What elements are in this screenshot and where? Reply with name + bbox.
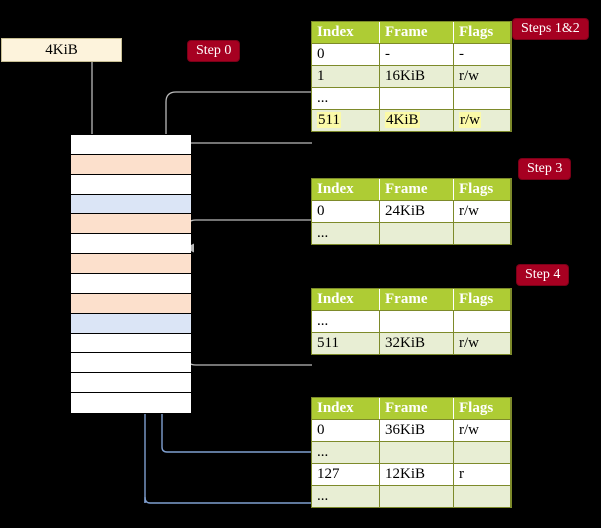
table-cell-index: ... xyxy=(312,87,380,110)
memory-frame-row xyxy=(71,393,191,413)
table-header-flags: Flags xyxy=(453,179,511,201)
table-row: ... xyxy=(312,485,511,507)
table-row: 0-- xyxy=(312,43,511,66)
table-cell-flags xyxy=(453,87,511,110)
table-header-index: Index xyxy=(312,289,380,311)
table-header-index: Index xyxy=(312,179,380,201)
table-cell-frame xyxy=(379,222,454,244)
table-cell-index: 511 xyxy=(312,109,380,131)
memory-frame-row xyxy=(71,274,191,294)
table-cell-frame: 4KiB xyxy=(379,109,454,131)
table-cell-flags: r xyxy=(453,463,511,486)
table-cell-index: 511 xyxy=(312,332,380,354)
memory-frame-row xyxy=(71,214,191,235)
table-cell-flags: r/w xyxy=(453,200,511,223)
memory-frame-row xyxy=(71,313,191,334)
table-header-index: Index xyxy=(312,398,380,420)
table-cell-frame: 36KiB xyxy=(379,419,454,442)
memory-frame-row xyxy=(71,353,191,374)
source-page-label: 4KiB xyxy=(45,41,78,58)
table-cell-flags: r/w xyxy=(453,419,511,442)
step-badge-steps-1-2: Steps 1&2 xyxy=(513,19,588,40)
memory-frame-row xyxy=(71,254,191,274)
memory-frame-row xyxy=(71,234,191,255)
table-cell-flags xyxy=(453,441,511,464)
table-cell-index: 0 xyxy=(312,419,380,442)
step-badge-step-4: Step 4 xyxy=(517,265,569,286)
table-header-index: Index xyxy=(312,22,380,44)
step-badge-step-0: Step 0 xyxy=(188,41,240,62)
memory-frame-row xyxy=(71,373,191,394)
table-row: ... xyxy=(312,222,511,244)
table-cell-frame: 32KiB xyxy=(379,332,454,354)
table-cell-flags: - xyxy=(453,43,511,66)
table-cell-frame: 16KiB xyxy=(379,65,454,88)
memory-frame-row xyxy=(71,174,191,195)
table-header-frame: Frame xyxy=(379,22,454,44)
table-cell-frame: 24KiB xyxy=(379,200,454,223)
step-badge-step-3: Step 3 xyxy=(519,159,571,180)
table-cell-frame xyxy=(379,310,454,333)
table-cell-flags: r/w xyxy=(453,109,511,131)
table-cell-flags xyxy=(453,485,511,507)
table-cell-frame xyxy=(379,485,454,507)
table-header-frame: Frame xyxy=(379,289,454,311)
table-cell-index: 0 xyxy=(312,43,380,66)
source-page-box: 4KiB xyxy=(1,38,122,62)
table-cell-flags xyxy=(453,222,511,244)
table-cell-index: ... xyxy=(312,441,380,464)
table-row: ... xyxy=(312,87,511,110)
table-cell-index: 1 xyxy=(312,65,380,88)
table-row: 511 4KiB r/w xyxy=(312,109,511,131)
table-cell-index: ... xyxy=(312,222,380,244)
table-cell-flags: r/w xyxy=(453,65,511,88)
memory-frame-row xyxy=(71,293,191,314)
table-cell-flags: r/w xyxy=(453,332,511,354)
table-cell-index: 127 xyxy=(312,463,380,486)
table-header-flags: Flags xyxy=(453,289,511,311)
table-header-flags: Flags xyxy=(453,398,511,420)
highlighted-value: 511 xyxy=(317,112,341,128)
memory-frame-row xyxy=(71,154,191,175)
highlighted-value: r/w xyxy=(459,112,481,128)
table-header-flags: Flags xyxy=(453,22,511,44)
table-header-frame: Frame xyxy=(379,398,454,420)
memory-frame-row xyxy=(71,333,191,354)
table-row: ... xyxy=(312,310,511,333)
table-cell-frame: - xyxy=(379,43,454,66)
physical-memory-column xyxy=(70,134,191,414)
table-cell-frame xyxy=(379,441,454,464)
table-cell-frame: 12KiB xyxy=(379,463,454,486)
table-header-frame: Frame xyxy=(379,179,454,201)
memory-frame-row xyxy=(71,194,191,215)
table-cell-flags xyxy=(453,310,511,333)
table-cell-index: 0 xyxy=(312,200,380,223)
table-cell-index: ... xyxy=(312,310,380,333)
table-cell-frame xyxy=(379,87,454,110)
highlighted-value: 4KiB xyxy=(385,112,420,128)
memory-frame-row xyxy=(71,135,191,155)
table-cell-index: ... xyxy=(312,485,380,507)
table-row: ... xyxy=(312,441,511,464)
